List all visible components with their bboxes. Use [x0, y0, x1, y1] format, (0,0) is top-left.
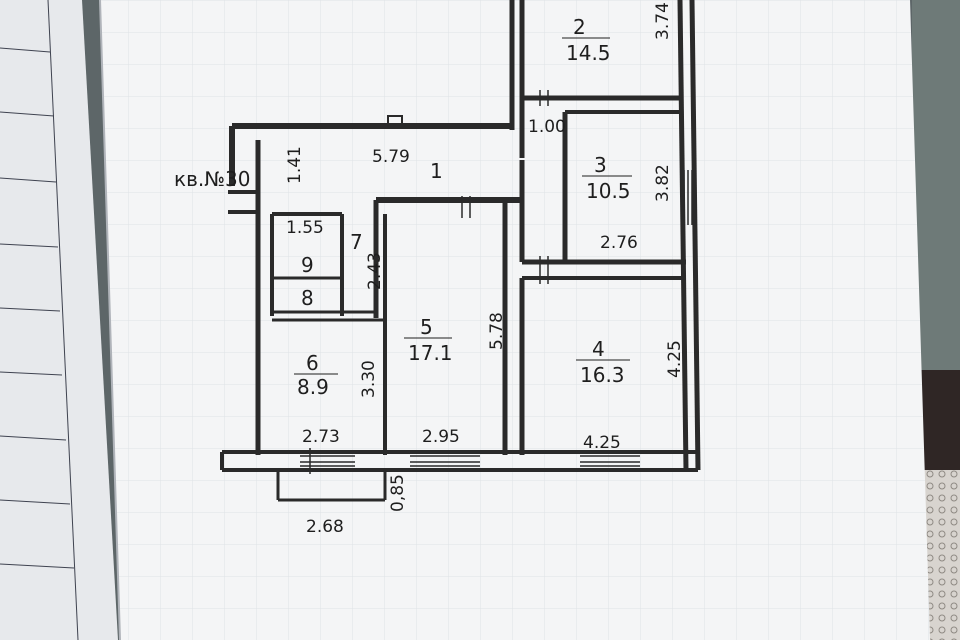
room-7-number: 7	[350, 230, 363, 254]
dim-2-73: 2.73	[302, 427, 340, 447]
room-2-area: 14.5	[566, 41, 611, 65]
background-object	[912, 0, 960, 370]
plan-labels: кв.№30 1 2 14.5 3 10.5 4 16.3 5 17.1 6 8…	[174, 2, 685, 537]
room-4-area: 16.3	[580, 363, 625, 387]
dim-1-55: 1.55	[286, 218, 324, 238]
dim-5-79: 5.79	[372, 147, 410, 167]
left-page-lines	[0, 0, 79, 640]
dim-4-25-horizontal: 4.25	[583, 433, 621, 453]
left-page	[0, 0, 118, 640]
room-5-area: 17.1	[408, 341, 453, 365]
room-6-area: 8.9	[297, 375, 329, 399]
dim-4-25-vertical: 4.25	[665, 340, 685, 378]
dim-3-30: 3.30	[359, 360, 379, 398]
dim-1-41: 1.41	[285, 146, 305, 184]
room-6-number: 6	[306, 351, 319, 375]
room-4-number: 4	[592, 337, 605, 361]
room-9-number: 9	[301, 253, 314, 277]
dim-2-95: 2.95	[422, 427, 460, 447]
dim-1-00: 1.00	[528, 117, 566, 137]
dim-2-68: 2.68	[306, 517, 344, 537]
dim-0-85: 0,85	[388, 474, 408, 512]
dim-3-74: 3.74	[653, 2, 673, 40]
room-8-number: 8	[301, 286, 314, 310]
room-5-number: 5	[420, 315, 433, 339]
grid-overlay	[100, 0, 930, 640]
room-3-number: 3	[594, 153, 607, 177]
dim-2-43: 2.43	[365, 252, 385, 290]
apartment-label: кв.№30	[174, 167, 250, 191]
dim-5-78: 5.78	[487, 312, 507, 350]
windows	[300, 90, 693, 474]
dim-3-82: 3.82	[653, 164, 673, 202]
room-1-number: 1	[430, 159, 443, 183]
dim-2-76: 2.76	[600, 233, 638, 253]
vent-shaft	[387, 115, 403, 127]
page-fold	[99, 0, 121, 640]
room-2-number: 2	[573, 15, 586, 39]
room-3-area: 10.5	[586, 179, 631, 203]
